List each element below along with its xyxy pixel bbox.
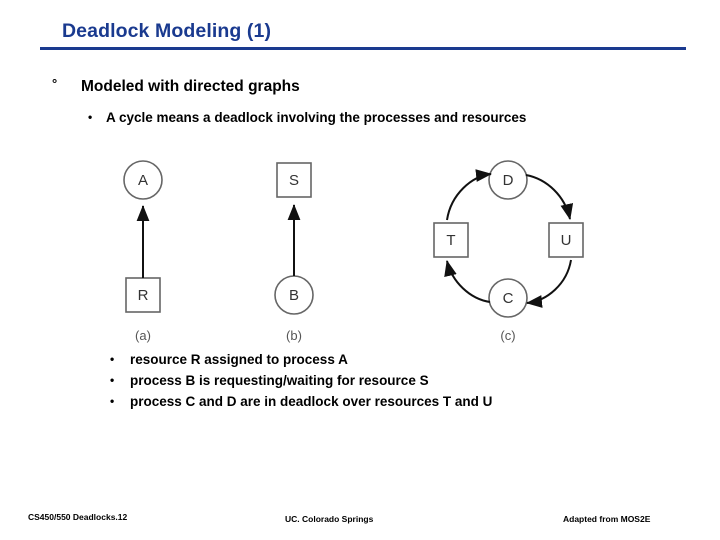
explanation-text: resource R assigned to process A (130, 352, 348, 367)
bullet-level1-text: Modeled with directed graphs (81, 78, 300, 95)
node-a-label: A (138, 172, 148, 189)
figure-svg: A R (a) S B (b) D T (123, 160, 584, 343)
node-s-square (276, 162, 312, 198)
footer-left: CS450/550 Deadlocks.12 (28, 512, 128, 522)
explanation-text: process B is requesting/waiting for reso… (130, 373, 429, 388)
bullet-marker-degree: ° (52, 76, 58, 91)
caption-c: (c) (500, 328, 515, 343)
node-c-label: C (503, 290, 514, 307)
node-d-label: D (503, 172, 514, 189)
bullet-marker-dot: • (88, 110, 93, 124)
node-u-label: U (561, 232, 572, 249)
bullet-marker-dot: • (110, 394, 115, 408)
node-a-circle (123, 160, 163, 200)
resource-allocation-graph-figure: A R (a) S B (b) D T (95, 150, 605, 345)
node-u-square (548, 222, 584, 258)
caption-a: (a) (135, 328, 151, 343)
explanation-text: process C and D are in deadlock over res… (130, 394, 493, 409)
panel-a: A R (a) (123, 160, 163, 343)
panel-c: D T U C (c) (433, 160, 584, 343)
node-b-label: B (289, 287, 299, 304)
bullet-marker-dot: • (110, 352, 115, 366)
edge-u-to-c (526, 259, 572, 308)
edge-c-to-t (444, 260, 491, 303)
bullet-marker-dot: • (110, 373, 115, 387)
node-s-label: S (289, 172, 299, 189)
node-t-square (433, 222, 469, 258)
footer-right: Adapted from MOS2E (563, 514, 651, 524)
bullet-level2-text: A cycle means a deadlock involving the p… (106, 110, 527, 125)
panel-b: S B (b) (274, 162, 314, 343)
caption-b: (b) (286, 328, 302, 343)
node-t-label: T (446, 232, 455, 249)
edge-d-to-u (525, 174, 574, 220)
node-r-label: R (138, 287, 149, 304)
title-divider (40, 47, 686, 50)
edge-t-to-d (446, 169, 492, 221)
page-title: Deadlock Modeling (1) (62, 20, 272, 42)
footer-center: UC. Colorado Springs (285, 514, 374, 524)
